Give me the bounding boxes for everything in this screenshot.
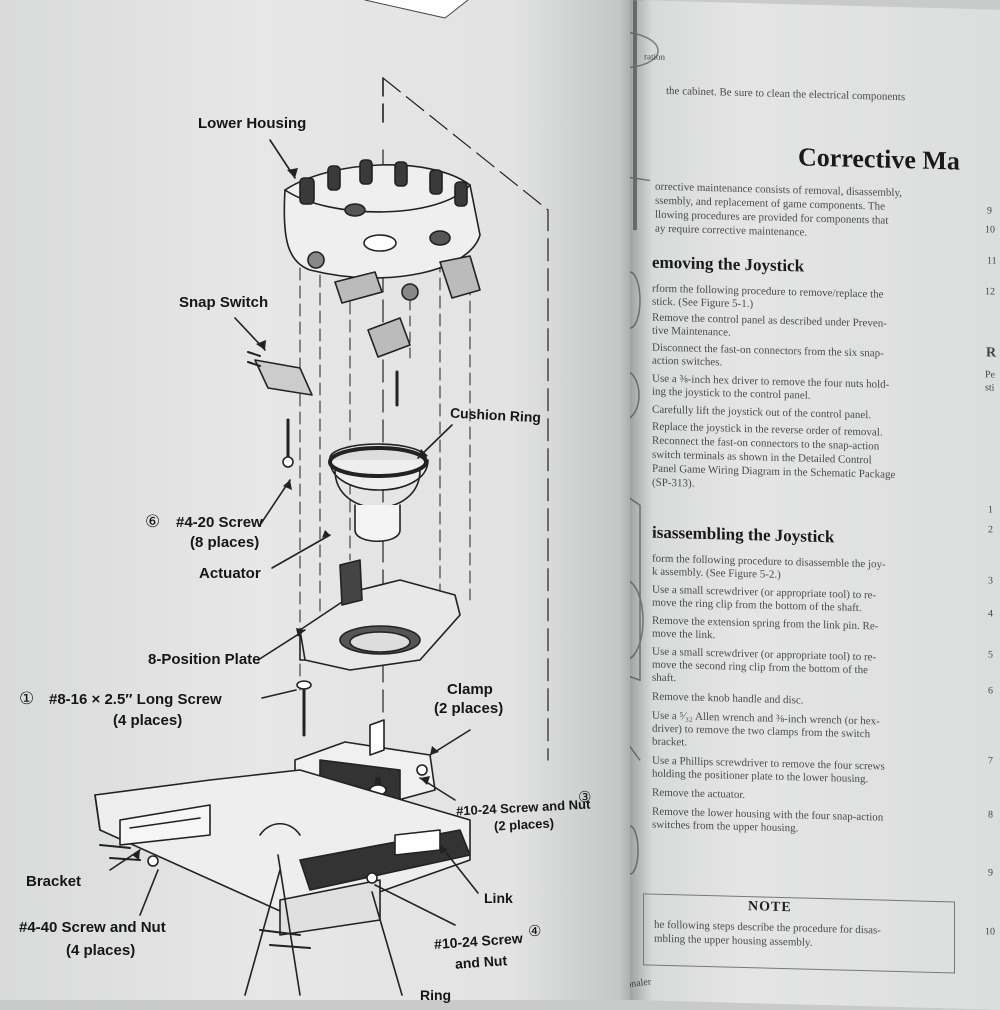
margin-num: 9	[988, 867, 993, 879]
margin-num: 7	[988, 755, 993, 767]
label-screw-8-16-places: (4 places)	[113, 712, 183, 729]
margin-num: 5	[988, 649, 993, 661]
margin-text: sti	[985, 382, 995, 394]
note-title: NOTE	[748, 899, 792, 916]
margin-text: Pe	[985, 369, 995, 381]
sec2-line-9: shaft.	[652, 671, 677, 685]
label-screw-4-20: #4-20 Screw	[176, 514, 263, 531]
callout-number-6: ⑥	[145, 512, 161, 531]
margin-num: 10	[985, 224, 995, 236]
label-bracket: Bracket	[26, 873, 82, 890]
overprint-joystick-drawing	[630, 0, 659, 875]
label-screw-8-16: #8-16 × 2.5″ Long Screw	[49, 691, 222, 708]
label-link: Link	[484, 890, 513, 906]
right-page: ration the cabinet. Be sure to clean the…	[630, 0, 1000, 1010]
sec1-line-14: (SP-313).	[652, 476, 695, 490]
header-tail: ration	[644, 51, 665, 62]
label-lower-housing: Lower Housing	[198, 115, 307, 132]
label-snap-switch: Snap Switch	[179, 294, 269, 311]
label-clamp-places: (2 places)	[434, 700, 504, 717]
margin-num: 1	[988, 504, 993, 516]
sec2-line-16: Remove the actuator.	[652, 786, 746, 802]
section-title: Corrective Ma	[798, 142, 960, 176]
label-screw-4-20-places: (8 places)	[190, 534, 260, 551]
margin-num: 3	[988, 575, 993, 587]
label-actuator: Actuator	[199, 565, 261, 582]
label-screw-4-40: #4-40 Screw and Nut	[19, 919, 166, 936]
margin-num: 8	[988, 809, 993, 821]
label-screw-4-40-places: (4 places)	[66, 942, 136, 959]
sec2-line-6: move the link.	[652, 627, 716, 642]
label-8-position-plate: 8-Position Plate	[148, 651, 261, 668]
margin-num: 10	[985, 926, 995, 938]
label-clamp: Clamp	[447, 681, 493, 698]
callout-number-3: ③	[578, 789, 592, 806]
heading-removing-joystick: emoving the Joystick	[652, 252, 805, 276]
margin-num: 12	[985, 286, 995, 298]
label-screw-10-24-a-places: (2 places)	[493, 815, 555, 834]
callout-number-1: ①	[19, 689, 35, 708]
sec1-line-2: stick. (See Figure 5-1.)	[652, 295, 754, 311]
joystick-exploded-diagram	[94, 0, 549, 996]
sec1-line-4: tive Maintenance.	[652, 324, 731, 339]
margin-heading: R	[986, 345, 997, 361]
margin-num: 4	[988, 608, 993, 620]
callout-number-4: ④	[528, 923, 542, 940]
margin-num: 11	[987, 255, 997, 267]
margin-num: 6	[988, 685, 993, 697]
sec2-line-13: bracket.	[652, 735, 688, 749]
left-page: Lower Housing Snap Switch Cushion Ring ⑥…	[0, 0, 640, 1003]
label-screw-10-24-b-and-nut: and Nut	[454, 952, 508, 972]
sec1-line-6: action switches.	[652, 354, 723, 369]
margin-num: 2	[988, 524, 993, 536]
margin-num: 9	[987, 205, 992, 217]
label-ring: Ring	[420, 987, 452, 1003]
